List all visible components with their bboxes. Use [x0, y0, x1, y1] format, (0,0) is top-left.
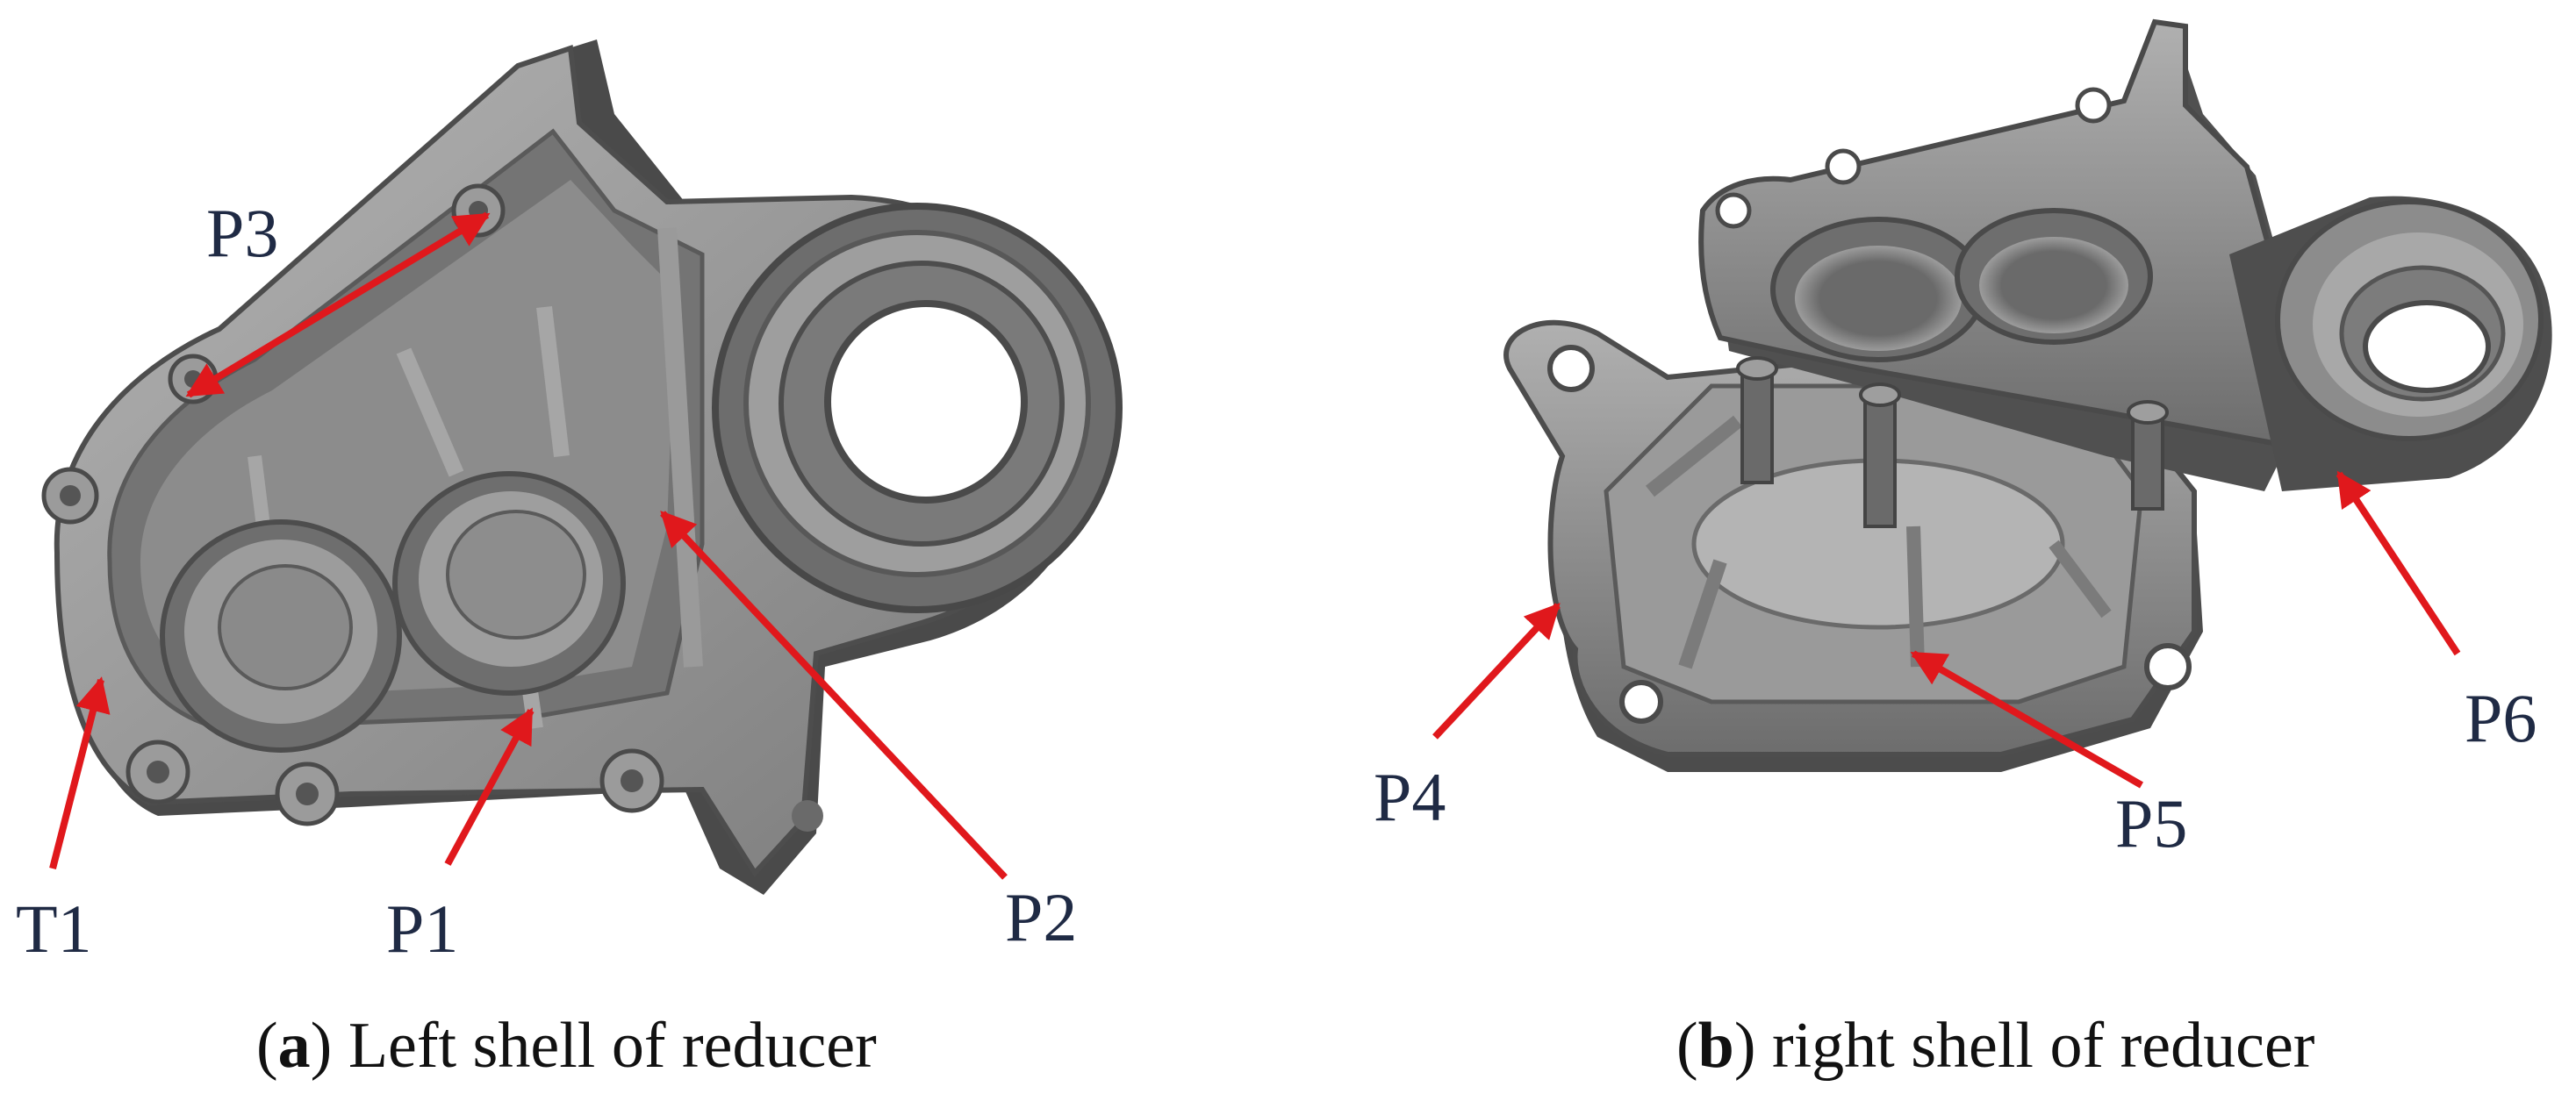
arrow-p2: [660, 511, 1008, 880]
left-rib-3: [248, 455, 270, 527]
right-posts: [1736, 356, 2169, 528]
left-shell-drawing: [41, 39, 1123, 895]
arrow-p5: [1910, 650, 2143, 789]
label-p4: P4: [1374, 759, 1446, 835]
label-t1: T1: [16, 890, 92, 967]
right-twin-bore-2: [1955, 208, 2153, 345]
left-boss-1: [160, 519, 402, 753]
left-boss-2: [392, 471, 626, 696]
arrow-t1: [49, 676, 111, 869]
left-bore-large-hole: [824, 300, 1028, 504]
right-side-boss-hole: [2363, 300, 2491, 393]
left-rib-5: [657, 227, 703, 668]
right-top-lug-holes: [1715, 87, 2112, 229]
caption-a-text: Left shell of reducer: [332, 1010, 877, 1082]
label-p1: P1: [386, 890, 458, 967]
right-twin-bore-1: [1770, 217, 1986, 362]
arrow-p4: [1432, 603, 1561, 740]
caption-b-text: right shell of reducer: [1755, 1010, 2315, 1082]
caption-b-letter: b: [1697, 1010, 1734, 1082]
label-p5: P5: [2115, 785, 2187, 861]
label-p3: P3: [206, 195, 278, 271]
annotation-arrows: [49, 211, 2461, 880]
right-shell-drawing: [1503, 18, 2552, 772]
label-p2: P2: [1005, 879, 1077, 955]
label-p6: P6: [2465, 680, 2537, 756]
right-rib-2: [1678, 559, 1727, 669]
right-rib-3: [1906, 525, 1925, 668]
caption-panel-a: (a) Left shell of reducer: [256, 1010, 877, 1082]
arrow-p6: [2336, 470, 2461, 656]
right-rib-1: [1646, 415, 1742, 497]
left-rib-2: [536, 305, 570, 458]
right-flange-holes: [1547, 345, 2192, 724]
arrow-p1: [444, 707, 535, 866]
right-rib-4: [2049, 540, 2112, 618]
caption-panel-b: (b) right shell of reducer: [1676, 1010, 2315, 1082]
arrow-p3: [185, 211, 491, 398]
caption-a-letter: a: [277, 1010, 311, 1082]
